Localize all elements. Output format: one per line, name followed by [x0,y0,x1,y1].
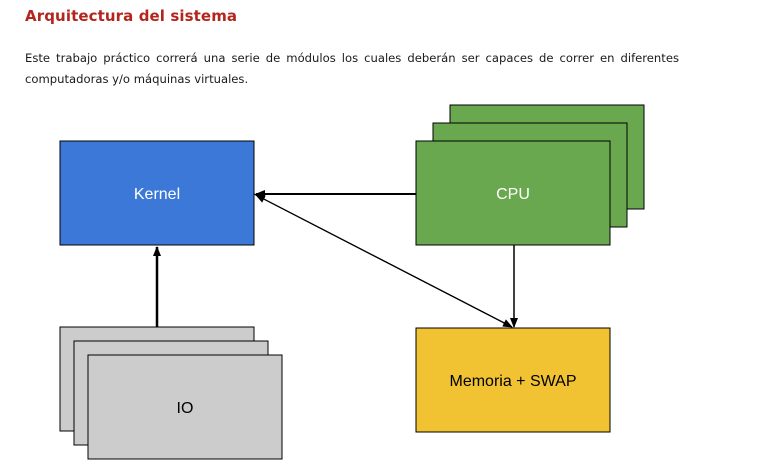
io-box [87,354,283,460]
io-label: IO [177,400,194,417]
memory-box [415,327,611,433]
section-heading: Arquitectura del sistema [25,7,238,25]
memory-node: Memoria + SWAP [415,327,611,433]
kernel-node: Kernel [59,140,255,246]
cpu-node: CPU [415,104,645,246]
intro-paragraph: Este trabajo práctico correrá una serie … [25,51,679,86]
memory-label: Memoria + SWAP [450,373,577,390]
kernel-box [59,140,255,246]
cpu-box [415,140,611,246]
cpu-label: CPU [496,186,530,203]
kernel-label: Kernel [134,186,180,203]
arrow-kernel-memory-b [255,194,511,327]
io-node: IO [59,326,283,460]
